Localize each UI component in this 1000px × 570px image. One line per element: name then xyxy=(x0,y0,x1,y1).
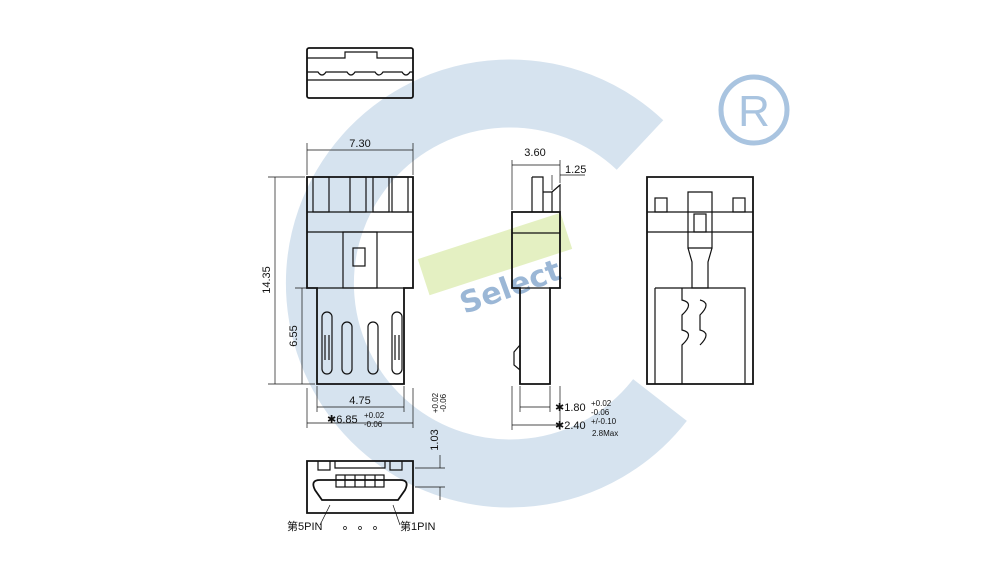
dim-tol2-tol: +/-0.10 xyxy=(591,417,617,426)
dim-width: 7.30 xyxy=(349,138,370,150)
top-view xyxy=(306,47,414,99)
dim-tol-width: ✱6.85 xyxy=(327,414,358,426)
dim-tol1-minus: -0.06 xyxy=(591,408,610,417)
dim-tol1: ✱1.80 xyxy=(555,402,586,414)
dim-tol1-plus: +0.02 xyxy=(591,399,612,408)
bottom-view xyxy=(306,460,414,530)
watermark-ring xyxy=(285,59,687,508)
bottom-dims: 1.03 +0.02 -0.06 第5PIN 第1PIN xyxy=(287,392,448,533)
registered-mark-circle xyxy=(718,74,790,146)
dim-top: 3.60 xyxy=(524,147,545,159)
dim-tol-width-plus: +0.02 xyxy=(364,411,385,420)
dim-max: 2.8Max xyxy=(592,429,618,438)
dim-height: 14.35 xyxy=(261,266,273,294)
side-dims: 3.60 1.25 ✱1.80 +0.02 -0.06 ✱2.40 +/-0.1… xyxy=(511,147,618,438)
dim-tol-width-minus: -0.06 xyxy=(364,420,383,429)
registered-mark-letter: R xyxy=(738,87,770,136)
side-view xyxy=(511,176,561,385)
dim-plug-width: 4.75 xyxy=(349,395,370,407)
registered-mark: R xyxy=(718,74,790,146)
pin1-label: 第1PIN xyxy=(400,519,436,533)
front-dims: 7.30 14.35 6.55 4.75 ✱6.85 +0.02 -0.06 xyxy=(261,138,414,429)
dim-tab: 1.25 xyxy=(565,164,586,176)
dim-bottom-plus: +0.02 xyxy=(431,392,440,413)
dim-bottom-height: 1.03 xyxy=(429,429,441,450)
dim-bottom-minus: -0.06 xyxy=(439,393,448,412)
dim-tol2: ✱2.40 xyxy=(555,420,586,432)
front-view xyxy=(306,176,414,385)
pin5-label: 第5PIN xyxy=(287,519,323,533)
rear-view xyxy=(646,176,754,385)
dim-plug-length: 6.55 xyxy=(288,325,300,346)
watermark-logo: Select xyxy=(285,59,687,508)
